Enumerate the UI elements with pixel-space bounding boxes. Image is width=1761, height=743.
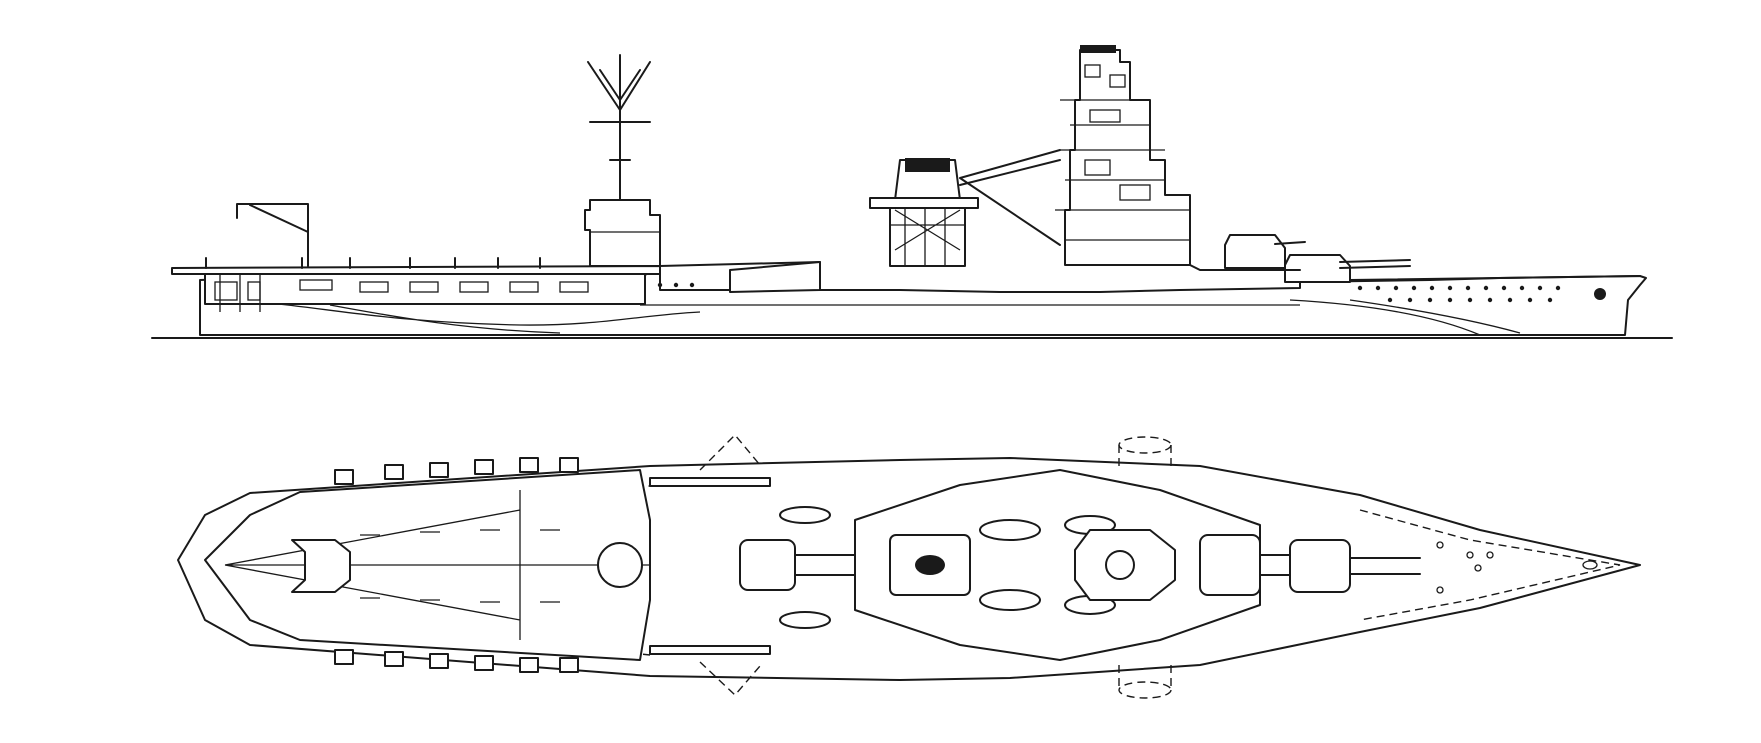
flight-deck-gun-sponsons [334,457,579,673]
hawse-pipe [1594,288,1606,300]
deck-posts [205,257,541,269]
aft-director [597,542,643,588]
turret-1-plan [1289,539,1421,593]
side-profile-view [151,45,1673,339]
aft-gun-housing [729,261,821,293]
plan-view [177,433,1641,699]
flight-deck-centerline [224,490,650,640]
funnel-base-deck [869,197,979,209]
elevator [291,539,351,593]
catapult-rails [649,477,771,655]
aft-mainmast [587,54,651,201]
pagoda-foremast [1064,49,1191,266]
aft-superstructure [584,199,661,267]
hull-camouflage-lines [209,299,1521,336]
turret-1-profile [1284,254,1351,283]
bow-fittings [1436,541,1598,594]
rangefinder-top [1080,45,1116,53]
aircraft-crane [236,203,309,267]
forward-deck-edge [1189,264,1641,281]
hangar-openings [214,279,589,301]
plan-funnel-cap [915,555,945,575]
plan-bridge-director [1105,550,1135,580]
plan-life-rafts [779,506,831,629]
flight-deck-arrows [360,529,560,603]
funnel-lattice [890,200,965,266]
catapult-arcs-dashed [699,433,761,697]
plan-sponson-dashed [1118,436,1172,699]
portholes [657,282,1561,303]
twin-turret-aft [739,539,861,591]
flight-deck [171,265,661,275]
flight-deck-supports [219,274,261,312]
funnel-cap [905,158,950,172]
plan-superstructure [854,469,1261,661]
pagoda-platforms [1055,64,1190,241]
tripod-legs [959,149,1061,246]
turret-2-profile [1224,234,1286,269]
hangar-deck [204,273,646,305]
funnel [889,159,966,267]
